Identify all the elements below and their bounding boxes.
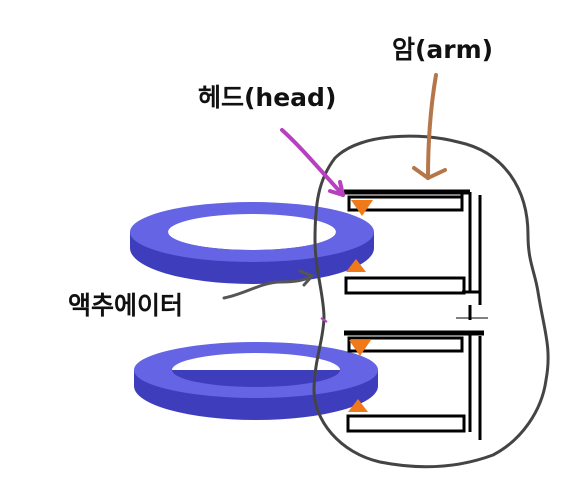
actuator-label: 액추에이터 <box>68 291 184 320</box>
arm-label: 암(arm) <box>392 35 494 64</box>
purple-tick <box>320 317 328 323</box>
head-marker-3 <box>349 340 371 356</box>
platter-upper <box>130 202 374 284</box>
head-label: 헤드(head) <box>198 83 337 112</box>
actuator-arrow <box>222 269 314 300</box>
head-arrow <box>280 128 345 197</box>
actuator-outline <box>312 134 550 469</box>
arm-arrow <box>412 73 447 180</box>
head-marker-1 <box>351 200 373 216</box>
platter-lower <box>134 342 378 420</box>
head-marker-2 <box>346 259 366 272</box>
arm-assembly <box>344 189 488 440</box>
head-marker-4 <box>348 399 368 412</box>
head-markers <box>346 200 373 412</box>
